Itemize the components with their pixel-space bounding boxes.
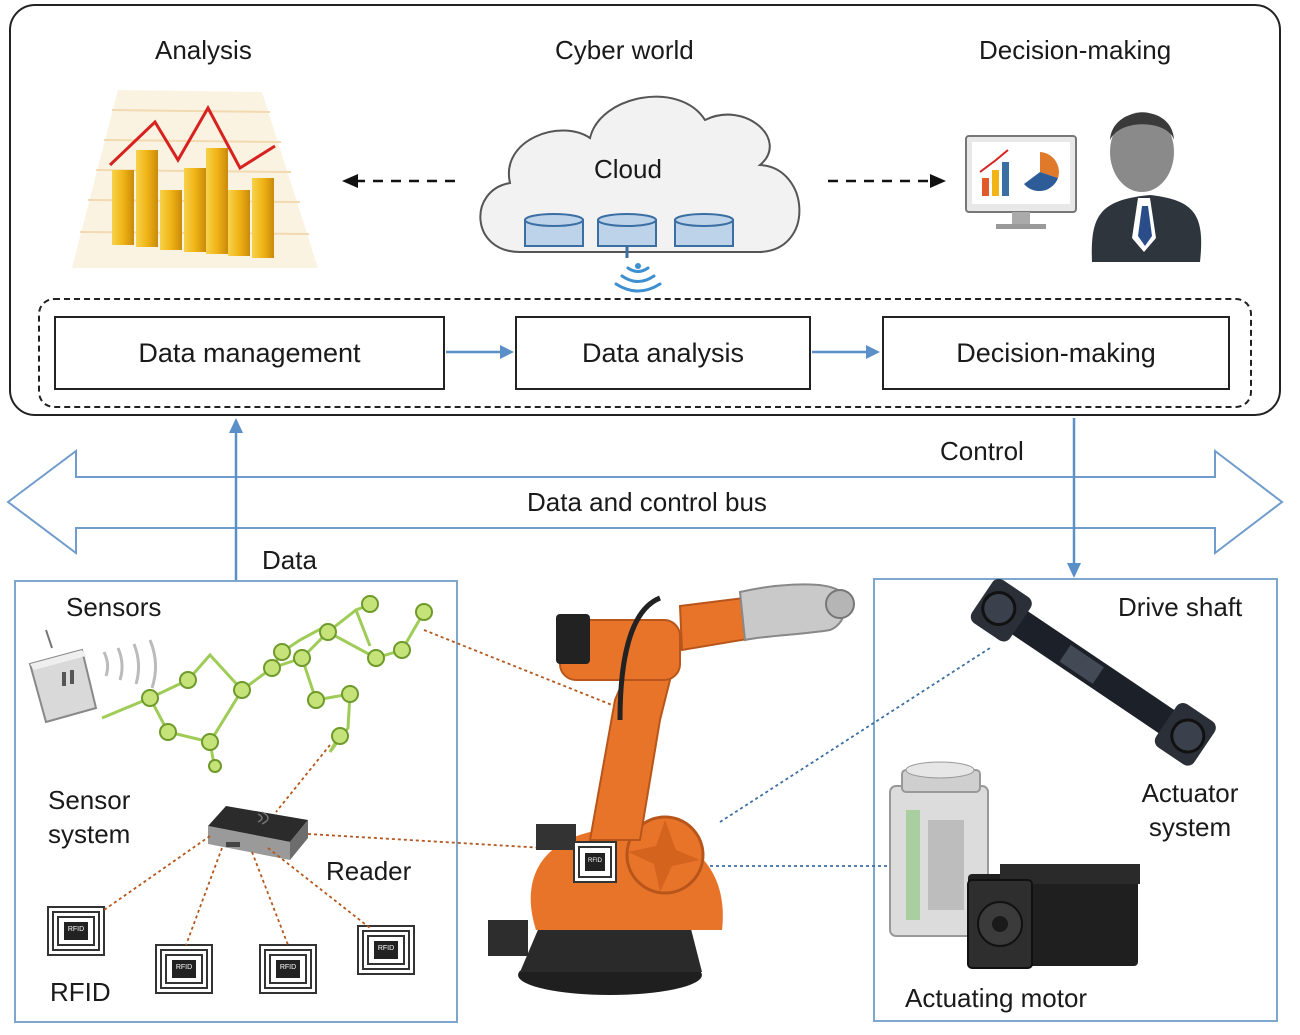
rfid-tag-text: RFID <box>377 945 395 952</box>
rfid-tag-text: RFID <box>279 964 297 971</box>
rfid-tag-icon <box>357 925 415 975</box>
decision-making-text: Decision-making <box>956 337 1156 368</box>
decision-making-box: Decision-making <box>882 316 1230 390</box>
control-label: Control <box>940 436 1024 466</box>
data-label: Data <box>262 545 317 575</box>
sensor-system-panel <box>14 580 458 1023</box>
rfid-tag-icon <box>47 906 105 956</box>
cloud-label: Cloud <box>594 154 662 184</box>
sensors-label: Sensors <box>66 592 162 622</box>
rfid-label: RFID <box>50 977 111 1007</box>
actuator-system-label: Actuator system <box>1141 778 1239 842</box>
decision-making-label: Decision-making <box>979 35 1172 65</box>
rfid-tag-icon <box>259 944 317 994</box>
data-analysis-box: Data analysis <box>515 316 811 390</box>
analysis-label: Analysis <box>155 35 252 65</box>
robot-tag-text: RFID <box>588 858 602 864</box>
rfid-tag-text: RFID <box>67 926 85 933</box>
reader-label: Reader <box>326 856 412 886</box>
data-analysis-text: Data analysis <box>581 337 745 368</box>
sensor-system-label: Sensor system <box>48 785 131 849</box>
drive-shaft-label: Drive shaft <box>1118 592 1243 622</box>
cyber-world-frame <box>9 4 1281 416</box>
actuator-system-panel <box>873 578 1278 1022</box>
cyber-world-label: Cyber world <box>555 35 694 65</box>
rfid-tag-icon <box>155 944 213 994</box>
data-management-box: Data management <box>54 316 445 390</box>
process-pipeline-frame <box>38 298 1252 408</box>
actuating-motor-label: Actuating motor <box>905 983 1088 1013</box>
data-management-text: Data management <box>138 337 361 368</box>
bus-label: Data and control bus <box>527 487 767 517</box>
rfid-tag-text: RFID <box>175 964 193 971</box>
